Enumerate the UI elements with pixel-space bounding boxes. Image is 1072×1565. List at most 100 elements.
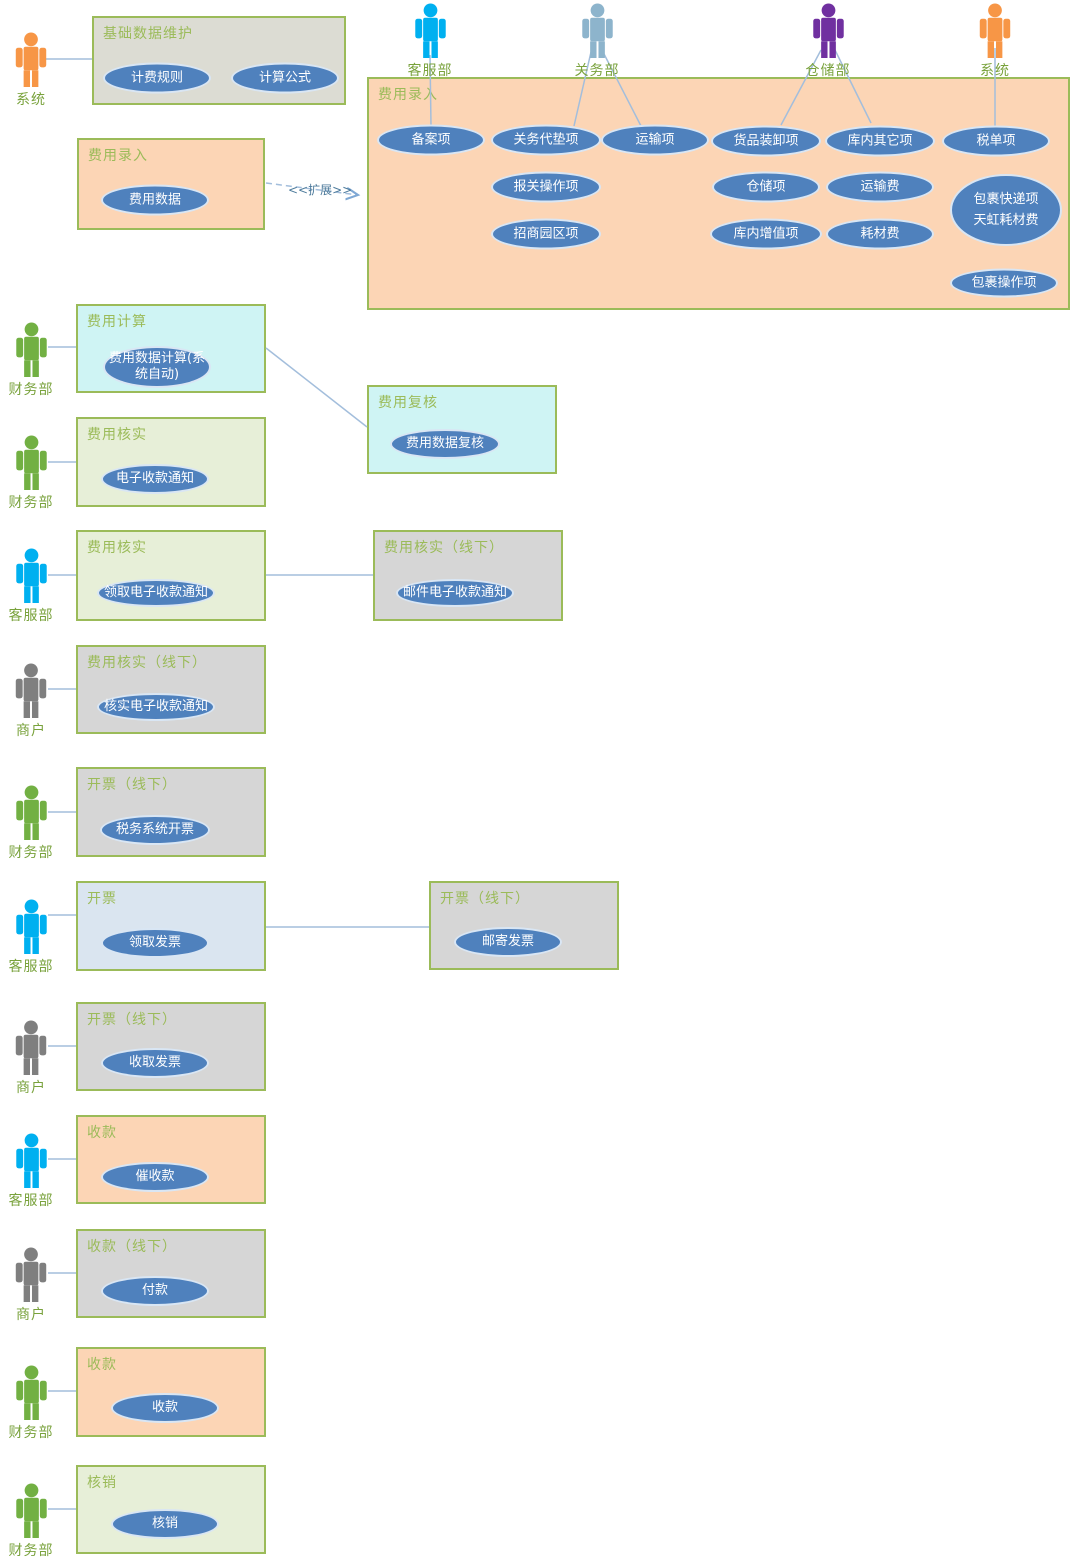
person-icon [812,3,844,58]
package-title: 费用核实 [87,427,147,443]
actor-label: 商户 [16,1080,46,1096]
package-title: 收款（线下） [87,1239,177,1255]
package-title: 费用核实（线下） [384,540,504,556]
usecase-fee-calc-auto[interactable]: 费用数据计算(系统自动) [103,346,211,388]
usecase-writeoff[interactable]: 核销 [111,1509,219,1539]
actor-label: 财务部 [8,845,54,861]
person-icon [15,435,47,490]
actor-system-left[interactable]: 系统 [11,32,51,109]
actor-finance-5[interactable]: 财务部 [9,1483,54,1560]
usecase-parcel-operation-item[interactable]: 包裹操作项 [950,268,1058,298]
usecase-billing-rules[interactable]: 计费规则 [103,62,211,94]
actor-merchant-2[interactable]: 商户 [11,1020,51,1097]
person-icon [414,3,446,58]
package-title: 基础数据维护 [103,26,193,42]
actor-label: 系统 [980,63,1010,79]
extend-arrow [265,182,358,195]
usecase-park-item[interactable]: 招商园区项 [491,218,601,250]
actor-finance-4[interactable]: 财务部 [9,1365,54,1442]
package-title: 开票（线下） [87,1012,177,1028]
actor-customer-service-4[interactable]: 客服部 [9,1133,54,1210]
usecase-tax-system-invoice[interactable]: 税务系统开票 [100,815,210,845]
person-icon [15,1365,47,1420]
usecase-record-item[interactable]: 备案项 [377,124,485,156]
usecase-urge-payment[interactable]: 催收款 [101,1162,209,1192]
actor-label: 财务部 [8,382,54,398]
package-title: 费用复核 [378,395,438,411]
usecase-loading-item[interactable]: 货品装卸项 [711,125,821,157]
usecase-calc-formula[interactable]: 计算公式 [231,62,339,94]
package-title: 开票（线下） [87,777,177,793]
actor-label: 客服部 [407,63,453,79]
person-icon [15,1133,47,1188]
usecase-pay[interactable]: 付款 [101,1276,209,1306]
person-icon [581,3,613,58]
usecase-material-fee[interactable]: 耗材费 [826,218,934,250]
usecase-warehouse-other-item[interactable]: 库内其它项 [825,125,935,157]
usecase-mail-epayment-notice[interactable]: 邮件电子收款通知 [396,579,514,607]
actor-finance-2[interactable]: 财务部 [9,435,54,512]
actor-system-top[interactable]: 系统 [975,3,1015,80]
actor-customer-service[interactable]: 客服部 [408,3,453,80]
person-icon [15,32,47,87]
usecase-parcel-express-material[interactable]: 包裹快递项天虹耗材费 [950,174,1062,246]
usecase-customs-operation-item[interactable]: 报关操作项 [491,171,601,203]
actor-label: 财务部 [8,1425,54,1441]
connector [429,54,432,127]
person-icon [15,663,47,718]
package-title: 收款 [87,1125,117,1141]
usecase-tax-item[interactable]: 税单项 [942,125,1050,157]
usecase-epayment-notice[interactable]: 电子收款通知 [101,464,209,494]
usecase-verify-epayment-notice[interactable]: 核实电子收款通知 [97,693,215,721]
package-title: 费用核实（线下） [87,655,207,671]
person-icon [15,548,47,603]
connector [265,347,368,428]
usecase-warehouse-item[interactable]: 仓储项 [712,171,820,203]
package-title: 费用核实 [87,540,147,556]
usecase-get-invoice[interactable]: 领取发票 [101,928,209,958]
package-title: 费用录入 [88,148,148,164]
connector [834,49,872,124]
usecase-transport-item[interactable]: 运输项 [601,124,709,156]
package-title: 核销 [87,1475,117,1491]
package-title: 费用计算 [87,314,147,330]
package-fee-verify-finance[interactable]: 费用核实 [76,417,266,507]
usecase-mail-invoice[interactable]: 邮寄发票 [454,927,562,957]
actor-customer-service-2[interactable]: 客服部 [9,548,54,625]
usecase-customs-advance-item[interactable]: 关务代垫项 [491,124,601,156]
usecase-transport-fee[interactable]: 运输费 [826,171,934,203]
actor-merchant-3[interactable]: 商户 [11,1247,51,1324]
connector [780,49,822,126]
actor-merchant-1[interactable]: 商户 [11,663,51,740]
actor-label: 仓储部 [805,63,851,79]
package-title: 费用录入 [378,87,438,103]
actor-label: 客服部 [8,959,54,975]
usecase-receive-invoice[interactable]: 收取发票 [101,1048,209,1078]
actor-label: 客服部 [8,608,54,624]
usecase-fee-data[interactable]: 费用数据 [101,184,209,216]
usecase-fee-data-review[interactable]: 费用数据复核 [390,429,500,459]
actor-label: 系统 [16,92,46,108]
usecase-get-epayment-notice[interactable]: 领取电子收款通知 [97,579,215,607]
actor-label: 财务部 [8,1543,54,1559]
actor-label: 客服部 [8,1193,54,1209]
connector [602,51,642,127]
person-icon [15,785,47,840]
actor-label: 关务部 [574,63,620,79]
actor-finance-3[interactable]: 财务部 [9,785,54,862]
usecase-warehouse-vas-item[interactable]: 库内增值项 [710,218,822,250]
actor-customs[interactable]: 关务部 [575,3,620,80]
actor-finance-1[interactable]: 财务部 [9,322,54,399]
person-icon [15,322,47,377]
actor-customer-service-3[interactable]: 客服部 [9,899,54,976]
person-icon [15,1247,47,1302]
actor-warehouse[interactable]: 仓储部 [806,3,851,80]
person-icon [15,1020,47,1075]
extend-label: <<扩展>> [288,183,353,197]
connector [573,51,592,127]
person-icon [15,1483,47,1538]
package-title: 开票 [87,891,117,907]
package-title: 开票（线下） [440,891,530,907]
usecase-receive-payment[interactable]: 收款 [111,1393,219,1423]
